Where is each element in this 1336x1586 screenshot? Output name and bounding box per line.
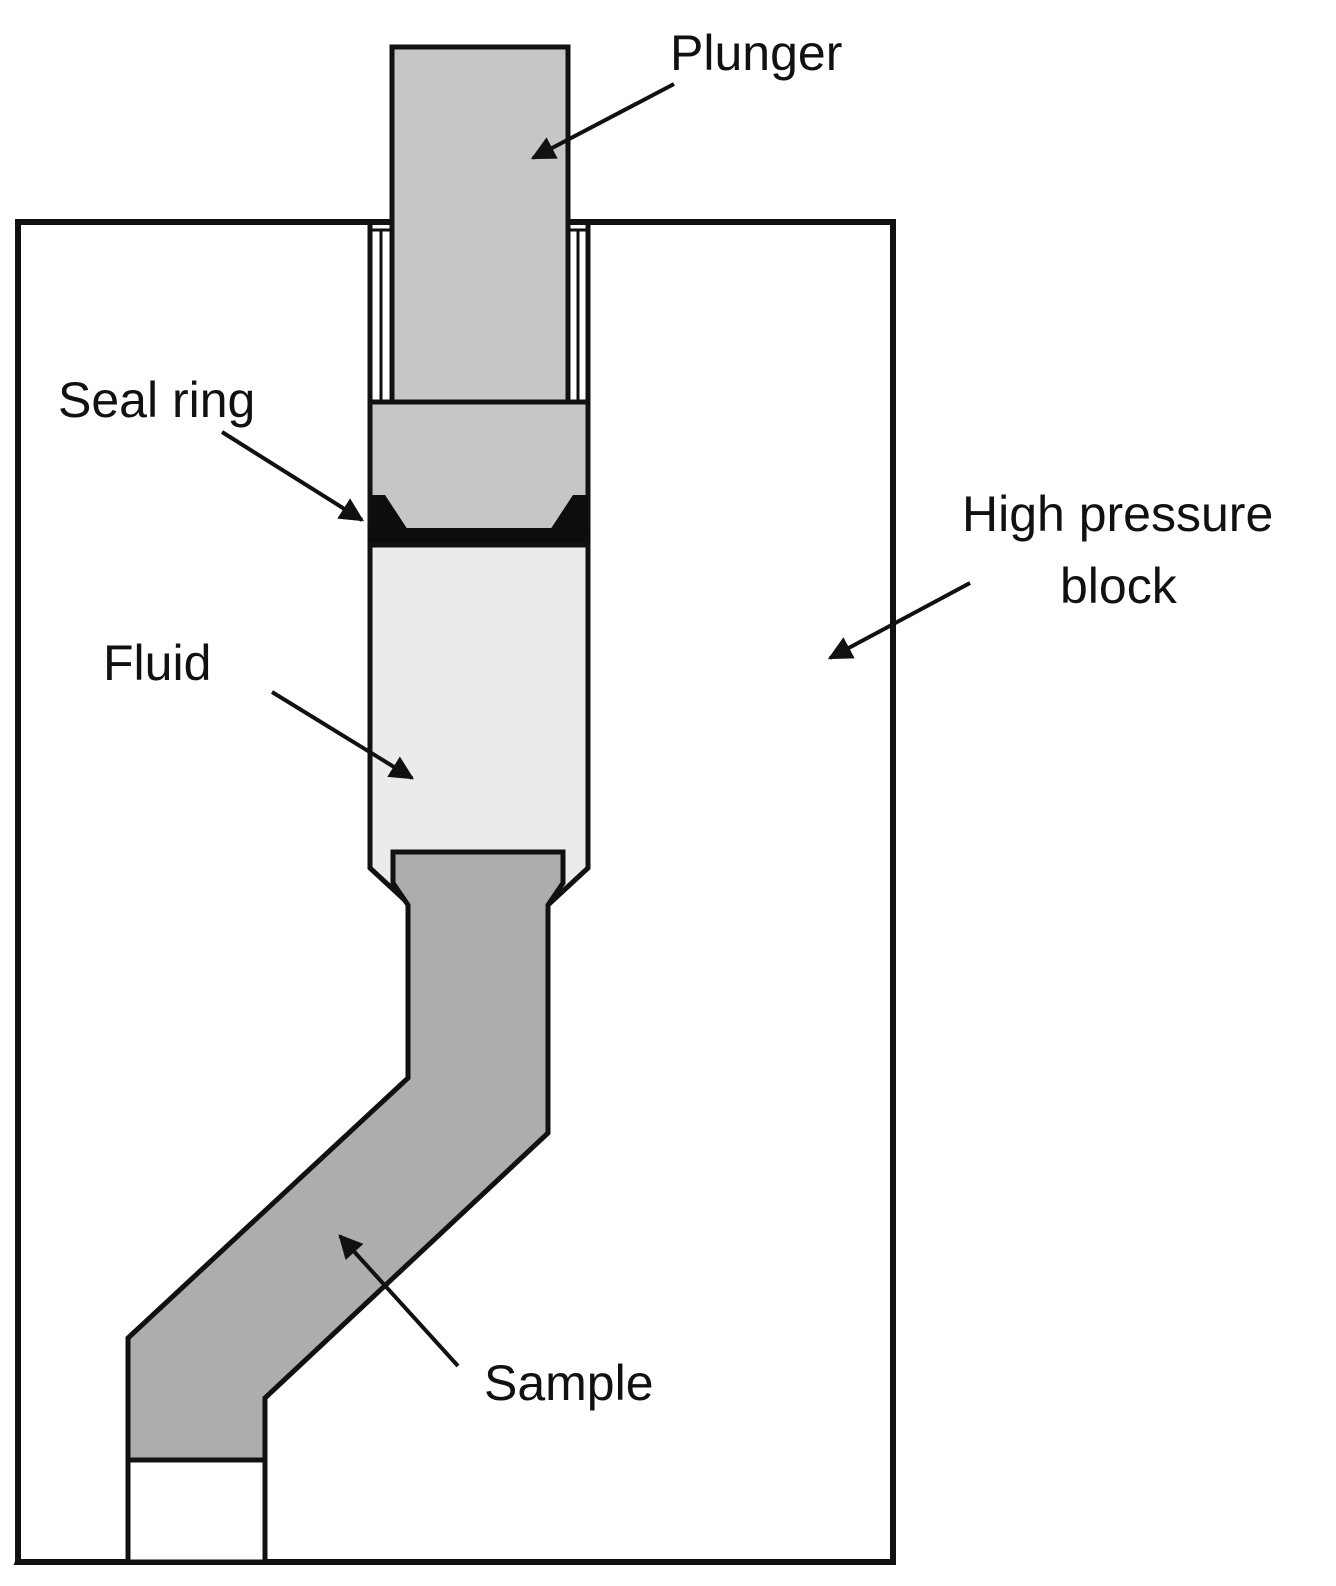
label-high-pressure-line1: High pressure: [962, 486, 1273, 542]
arrow-seal-ring: [220, 430, 365, 522]
label-sample: Sample: [484, 1355, 654, 1411]
seal-ring-right: [550, 495, 588, 530]
arrow-high-pressure-block: [827, 581, 971, 660]
plunger-head: [367, 399, 591, 535]
bottom-bore-opening: [125, 1457, 268, 1565]
plunger-shaft: [389, 44, 571, 405]
seal-ring-band: [368, 528, 590, 545]
seal-ring-left: [370, 495, 408, 530]
label-seal-ring: Seal ring: [58, 372, 255, 428]
arrow-plunger: [530, 82, 675, 160]
label-fluid: Fluid: [103, 635, 211, 691]
label-high-pressure-line2: block: [1060, 558, 1178, 614]
label-plunger: Plunger: [670, 25, 842, 81]
arrow-fluid: [270, 690, 415, 780]
arrow-sample: [338, 1234, 460, 1368]
